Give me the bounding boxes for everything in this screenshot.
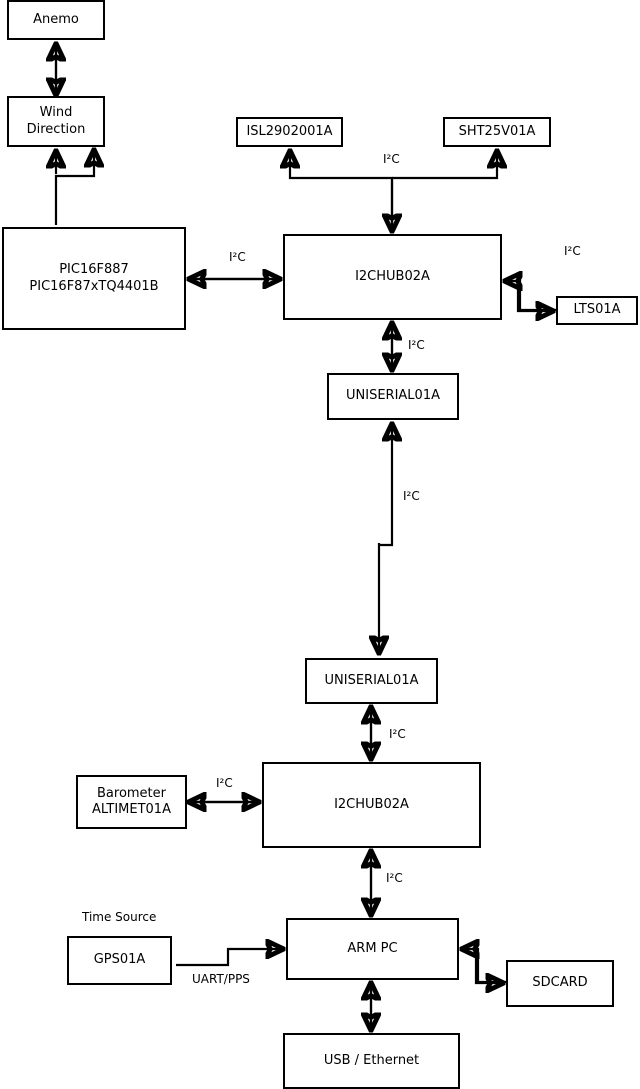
node-wind-direction[interactable]: Wind Direction — [7, 96, 105, 147]
label-i2c-hub2-armpc: I²C — [386, 871, 403, 885]
node-i2chub02a-bottom[interactable]: I2CHUB02A — [262, 762, 481, 848]
label-i2c-uniserial-link: I²C — [403, 489, 420, 503]
edge-hub-to-lts — [516, 283, 552, 311]
label-uart-pps: UART/PPS — [192, 972, 250, 986]
node-anemo[interactable]: Anemo — [7, 0, 105, 40]
node-i2chub02a-top[interactable]: I2CHUB02A — [283, 234, 502, 320]
label-time-source: Time Source — [82, 910, 157, 924]
node-pic-microcontroller[interactable]: PIC16F887 PIC16F87xTQ4401B — [2, 227, 186, 330]
edge-hub-sensor-bus — [290, 152, 394, 232]
node-uniserial01a-lower[interactable]: UNISERIAL01A — [305, 658, 438, 704]
label-i2c-hub-lts: I²C — [564, 244, 581, 258]
node-lts01a-sensor[interactable]: LTS01A — [556, 296, 638, 325]
node-barometer-altimet01a[interactable]: Barometer ALTIMET01A — [76, 775, 187, 829]
node-arm-pc[interactable]: ARM PC — [286, 918, 459, 980]
node-isl2902001a-sensor[interactable]: ISL2902001A — [236, 117, 343, 147]
label-i2c-uniserial-hub2: I²C — [389, 727, 406, 741]
node-uniserial01a-upper[interactable]: UNISERIAL01A — [327, 373, 459, 420]
edge-pic-wind — [54, 151, 94, 225]
node-sht25v01a-sensor[interactable]: SHT25V01A — [443, 117, 551, 147]
node-sdcard[interactable]: SDCARD — [506, 960, 614, 1007]
edge-gps-armpc — [176, 949, 282, 967]
label-i2c-pic-hub: I²C — [229, 250, 246, 264]
label-i2c-hub-uniserial: I²C — [408, 338, 425, 352]
label-i2c-baro-hub2: I²C — [216, 776, 233, 790]
node-usb-ethernet[interactable]: USB / Ethernet — [283, 1033, 460, 1089]
node-gps01a[interactable]: GPS01A — [67, 936, 172, 985]
edge-armpc-to-sdcard — [474, 951, 502, 983]
edge-uniserial-link-up — [379, 425, 392, 547]
edge-hub-sensor-bus-sht — [392, 152, 497, 180]
label-i2c-sensors-hub: I²C — [383, 152, 400, 166]
